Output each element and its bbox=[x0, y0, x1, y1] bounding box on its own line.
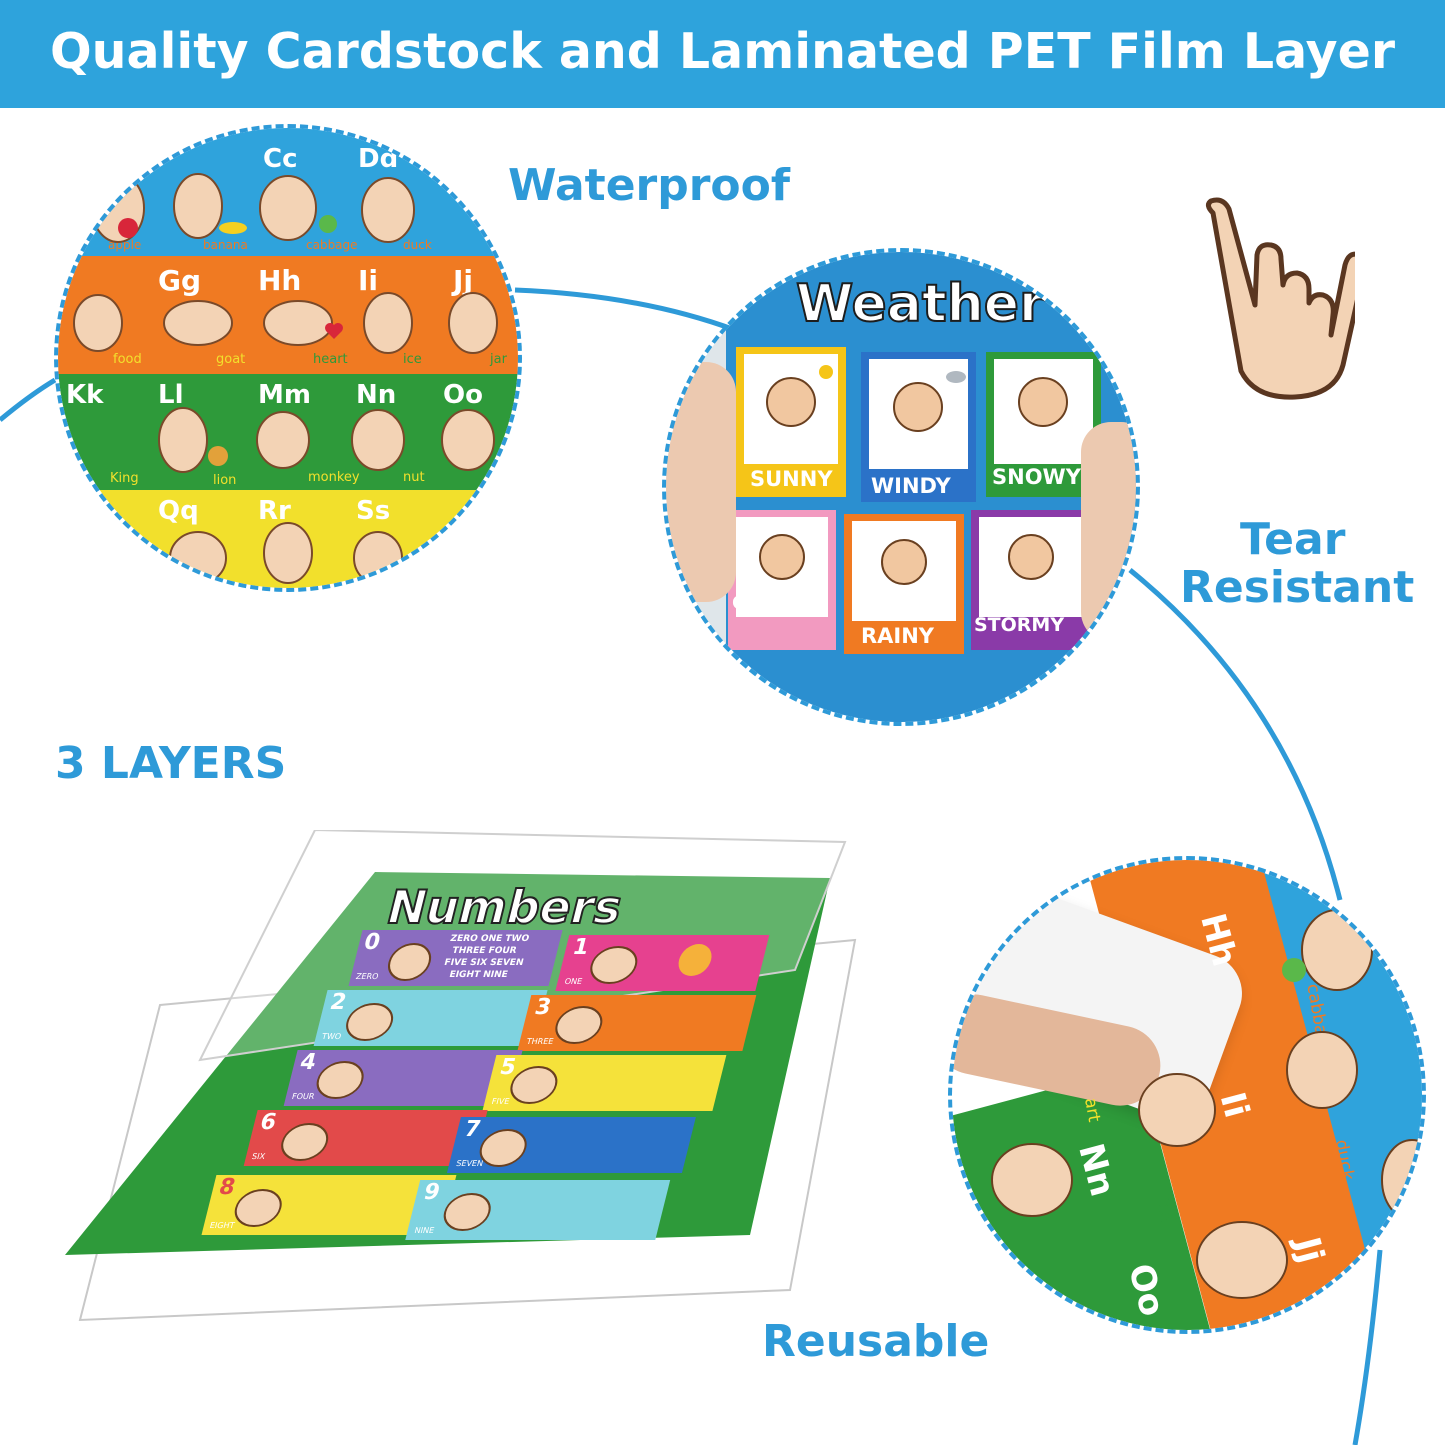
alphabet-zoom-ring bbox=[54, 124, 522, 592]
hand-icon bbox=[281, 1123, 329, 1161]
numbers-chart: Numbers 0 ZERO ZERO ONE TWO THREE FOUR F… bbox=[70, 879, 770, 1260]
banner-title: Quality Cardstock and Laminated PET Film… bbox=[50, 23, 1395, 80]
numbers-hands bbox=[234, 943, 712, 1231]
hand-icon bbox=[316, 1061, 364, 1099]
three-layers-label: 3 LAYERS bbox=[55, 738, 287, 789]
wiping-zoom-ring bbox=[948, 856, 1426, 1334]
connector-top bbox=[514, 287, 736, 333]
header-banner bbox=[0, 0, 1445, 108]
hand-icon bbox=[555, 1006, 603, 1044]
weather-zoom-ring bbox=[662, 248, 1140, 726]
tear-resistant-label-line1: Tear bbox=[1240, 514, 1346, 565]
waterproof-label: Waterproof bbox=[508, 160, 791, 211]
hand-icon bbox=[443, 1193, 491, 1231]
hand-icon bbox=[388, 943, 432, 981]
hand-icon bbox=[590, 946, 638, 984]
hand-icon bbox=[234, 1189, 282, 1227]
connector-right bbox=[1128, 568, 1343, 901]
reusable-label: Reusable bbox=[762, 1316, 990, 1367]
tear-resistant-label-line2: Resistant bbox=[1180, 562, 1415, 613]
hand-icon bbox=[479, 1129, 527, 1167]
hand-icon bbox=[346, 1003, 394, 1041]
hand-icon bbox=[510, 1066, 558, 1104]
lion-icon bbox=[678, 944, 712, 976]
sign-hand-icon bbox=[1205, 197, 1355, 400]
connector-left bbox=[0, 377, 57, 422]
